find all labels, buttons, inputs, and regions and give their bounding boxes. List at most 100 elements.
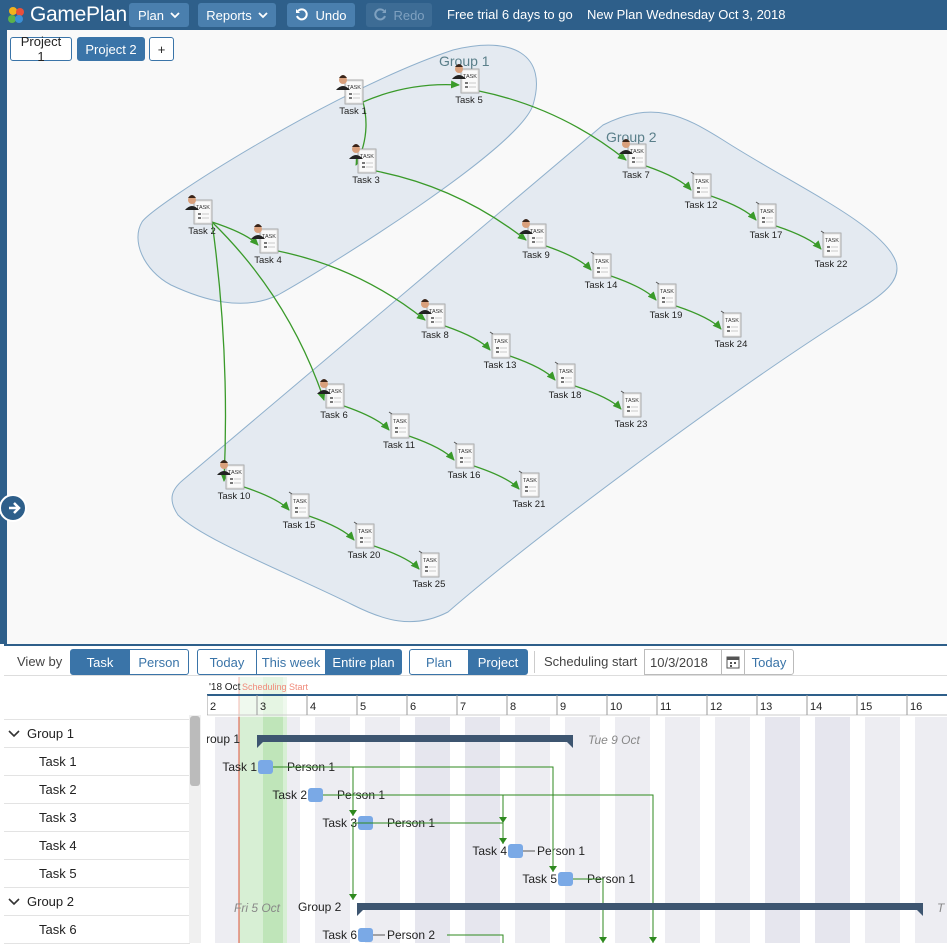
tree-task-row[interactable]: Task 1 (4, 748, 190, 776)
dependency-link[interactable] (545, 245, 592, 271)
dependency-link[interactable] (645, 165, 692, 191)
plan-title: New Plan Wednesday Oct 3, 2018 (587, 7, 786, 22)
tree-task-row[interactable]: Task 3 (4, 804, 190, 832)
group-bar-start-date: Fri 5 Oct (234, 901, 281, 915)
task-document-icon: TASK (527, 223, 547, 249)
tree-task-row[interactable]: Task 5 (4, 860, 190, 888)
dependency-link[interactable] (375, 170, 527, 241)
plan-menu-button[interactable]: Plan (129, 3, 189, 27)
task-person-label: Person 1 (537, 844, 585, 858)
tree-task-row[interactable]: Task 2 (4, 776, 190, 804)
dependency-link[interactable] (362, 80, 460, 103)
app-logo: GamePlan (6, 3, 127, 26)
task-icon-text: TASK (530, 229, 544, 235)
task-bar[interactable] (358, 928, 373, 942)
calendar-button[interactable] (721, 649, 745, 675)
range-entire-plan-button[interactable]: Entire plan (325, 649, 402, 675)
dependency-link[interactable] (277, 250, 426, 321)
tree-group-row[interactable]: Group 2 (4, 888, 190, 916)
mode-project-button[interactable]: Project (468, 649, 528, 675)
group-1-region[interactable] (137, 44, 537, 304)
tree-task-row[interactable]: Task 6 (4, 916, 190, 944)
dependency-link[interactable] (408, 435, 455, 461)
group-2-region[interactable] (171, 111, 898, 623)
dependency-link[interactable] (775, 225, 822, 250)
view-by-task-button[interactable]: Task (70, 649, 130, 675)
dependency-link[interactable] (444, 325, 491, 351)
pin-icon (720, 310, 725, 314)
dependency-link[interactable] (308, 515, 355, 541)
dependency-link[interactable] (211, 221, 326, 401)
task-document-icon: TASK (592, 253, 612, 279)
undo-button[interactable]: Undo (287, 3, 355, 27)
separator (534, 651, 535, 673)
task-node-label: Task 3 (352, 175, 379, 186)
task-bar[interactable] (508, 844, 523, 858)
pin-icon (288, 491, 293, 495)
add-project-button[interactable]: + (149, 37, 174, 61)
panel-divider[interactable] (4, 644, 947, 646)
task-bar[interactable] (308, 788, 323, 802)
view-by-person-button[interactable]: Person (129, 649, 189, 675)
tree-scrollbar-thumb[interactable] (190, 716, 200, 786)
dependency-link[interactable] (343, 405, 390, 431)
mode-plan-button[interactable]: Plan (409, 649, 469, 675)
reports-menu-button[interactable]: Reports (198, 3, 276, 27)
tab-project-1[interactable]: Project 1 (10, 34, 72, 64)
dependency-link[interactable] (710, 195, 757, 221)
dependency-link[interactable] (509, 355, 556, 381)
tree-group-row[interactable]: Group 1 (4, 720, 190, 748)
range-today-button[interactable]: Today (197, 649, 257, 675)
trial-status[interactable]: Free trial 6 days to go (447, 7, 573, 22)
task-bar[interactable] (258, 760, 273, 774)
dependency-link[interactable] (211, 221, 259, 246)
redo-button[interactable]: Redo (366, 3, 432, 27)
person-avatar-icon (452, 64, 466, 79)
task-bar[interactable] (558, 872, 573, 886)
dependency-link[interactable] (675, 305, 722, 330)
dependency-link[interactable] (373, 545, 420, 570)
dependency-link[interactable] (473, 465, 520, 490)
scheduling-today-button[interactable]: Today (744, 649, 794, 675)
group-1-summary-bar[interactable] (257, 735, 573, 748)
dependency-link[interactable] (243, 486, 290, 511)
dependency-link[interactable] (478, 90, 627, 161)
dependency-link[interactable] (610, 275, 657, 301)
range-this-week-button[interactable]: This week (256, 649, 326, 675)
tree-task-row[interactable]: Task 4 (4, 832, 190, 860)
dependency-link[interactable] (574, 385, 622, 410)
expand-panel-button[interactable] (0, 494, 27, 522)
scheduling-start-input[interactable] (644, 649, 722, 675)
group-2-summary-bar[interactable] (357, 903, 923, 916)
dependency-link[interactable] (211, 221, 229, 482)
plan-menu-label: Plan (137, 7, 165, 23)
tab-project-2[interactable]: Project 2 (77, 37, 145, 61)
